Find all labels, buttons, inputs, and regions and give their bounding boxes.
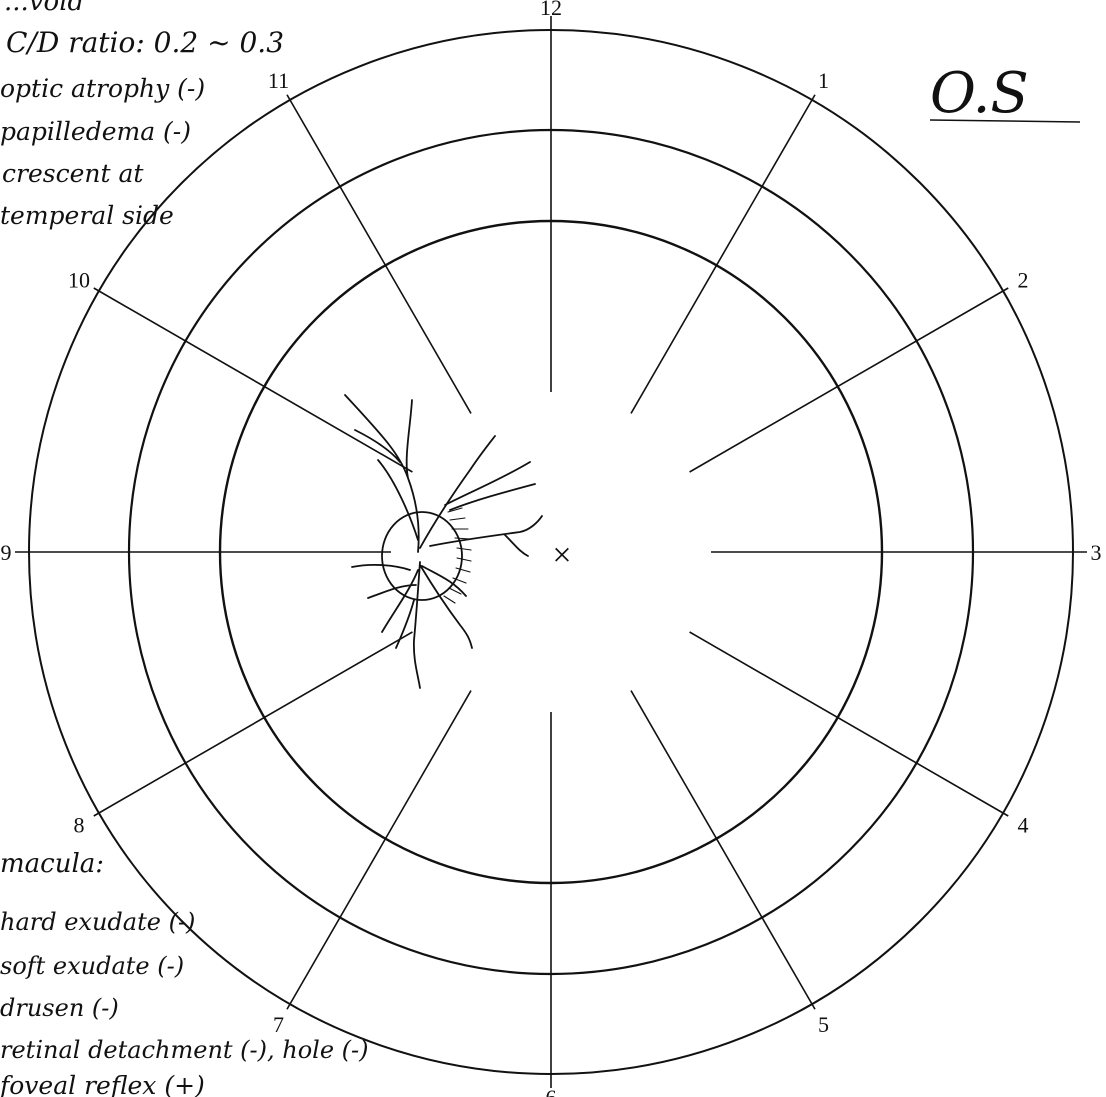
spoke-8: [94, 632, 413, 816]
disc-note-3: papilledema (-): [0, 117, 191, 146]
clock-label-9: 9: [1, 540, 12, 565]
disc-note-4: crescent at: [2, 159, 144, 188]
macula-heading: macula:: [0, 849, 104, 879]
clock-label-8: 8: [74, 813, 85, 838]
clock-label-2: 2: [1017, 268, 1028, 293]
clock-label-3: 3: [1091, 540, 1102, 565]
disc-note-2: optic atrophy (-): [0, 74, 205, 103]
spoke-1: [631, 95, 815, 414]
spoke-2: [690, 288, 1009, 472]
clock-label-7: 7: [273, 1012, 284, 1037]
macula-item-0: hard exudate (-): [0, 908, 195, 936]
clock-label-10: 10: [68, 268, 90, 293]
macula-notes: macula: hard exudate (-) soft exudate (-…: [0, 849, 369, 1097]
optic-disc-drawing: [345, 395, 542, 688]
spoke-4: [690, 632, 1009, 816]
spoke-7: [287, 691, 471, 1010]
macula-item-1: soft exudate (-): [0, 952, 184, 980]
spoke-5: [631, 691, 815, 1010]
disc-note-5: temperal side: [0, 201, 174, 230]
fovea-mark: ×: [552, 537, 571, 574]
clock-label-11: 11: [268, 68, 289, 93]
optic-disc: [382, 512, 462, 600]
disc-notes: ...void C/D ratio: 0.2 ~ 0.3 optic atrop…: [0, 0, 284, 230]
disc-note-1: C/D ratio: 0.2 ~ 0.3: [6, 26, 284, 59]
spoke-10: [94, 288, 413, 472]
superior-vessels: [345, 395, 542, 556]
macula-item-3: retinal detachment (-), hole (-): [0, 1036, 369, 1064]
macula-item-4: foveal reflex (+): [0, 1071, 205, 1097]
disc-note-0: ...void: [4, 0, 84, 17]
clock-label-6: 6: [546, 1085, 557, 1097]
clock-label-1: 1: [818, 68, 829, 93]
eye-label: O.S: [930, 61, 1029, 126]
spoke-11: [287, 95, 471, 414]
macula-item-2: drusen (-): [0, 994, 119, 1022]
clock-label-12: 12: [540, 0, 562, 20]
clock-label-5: 5: [818, 1012, 829, 1037]
clock-label-4: 4: [1017, 813, 1028, 838]
